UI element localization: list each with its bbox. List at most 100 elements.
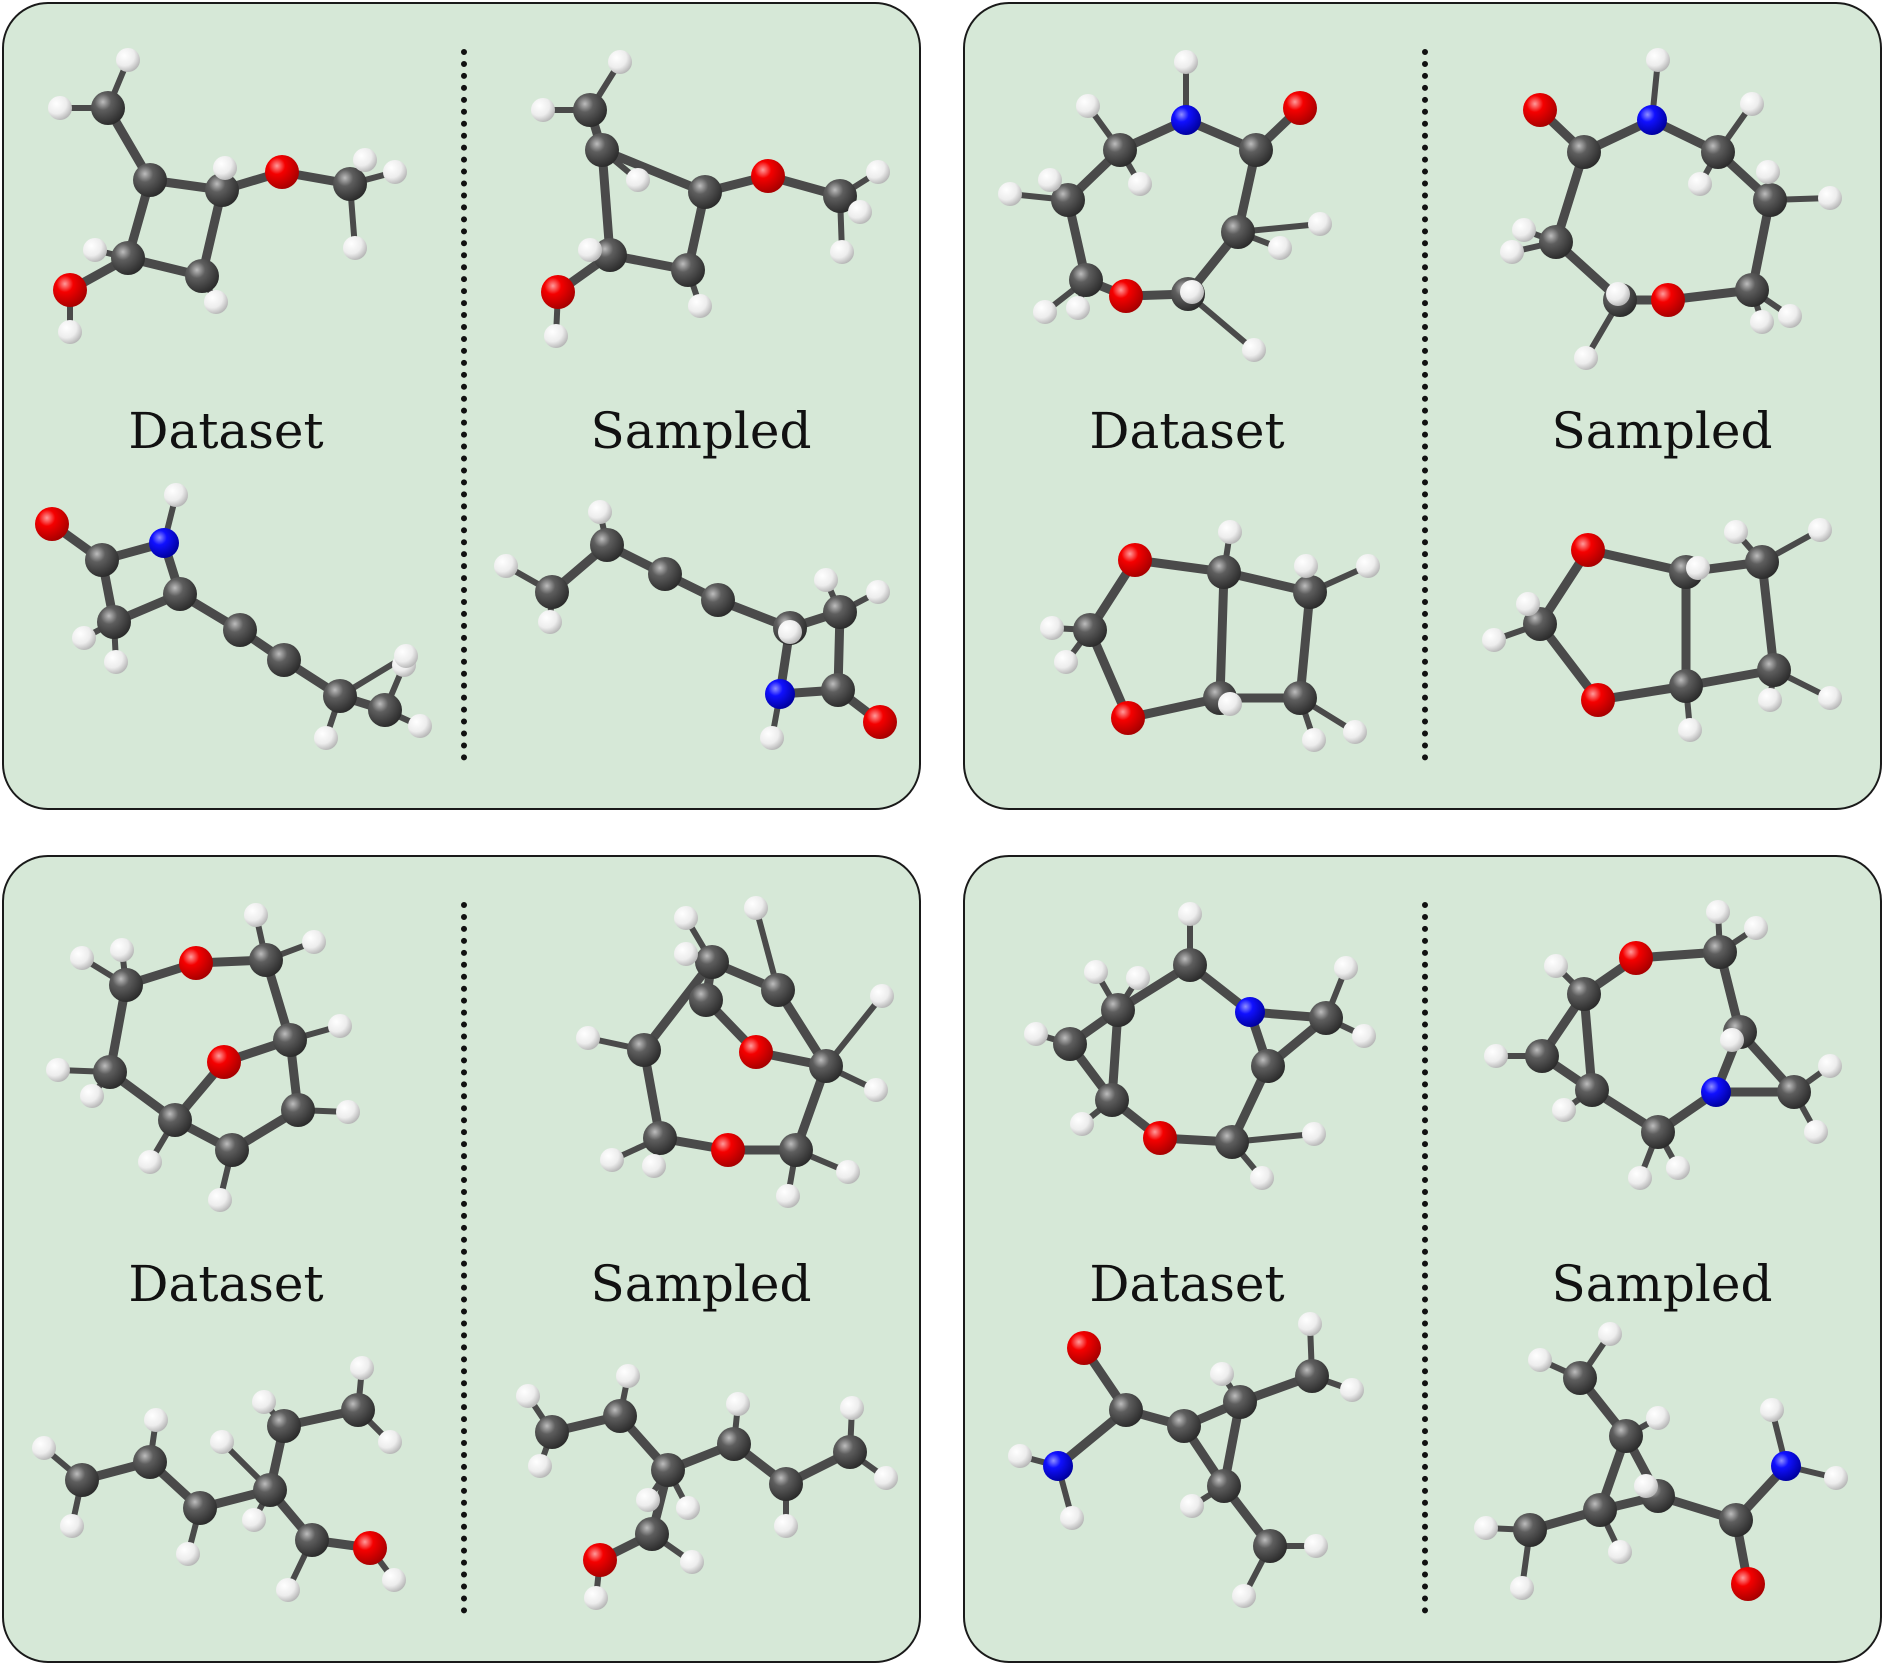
- carbon-atom: [253, 1473, 287, 1507]
- hydrogen-atom: [1744, 916, 1768, 940]
- carbon-atom: [1563, 1361, 1597, 1395]
- bond: [1295, 587, 1315, 703]
- hydrogen-atom: [642, 1154, 666, 1178]
- carbon-atom: [823, 595, 857, 629]
- hydrogen-atom: [1308, 212, 1332, 236]
- carbon-atom: [1283, 681, 1317, 715]
- molecule-1-1: [48, 48, 407, 344]
- carbon-atom: [635, 1517, 669, 1551]
- hydrogen-atom: [1210, 1362, 1234, 1386]
- hydrogen-atom: [1686, 556, 1710, 580]
- oxygen-atom: [265, 155, 299, 189]
- hydrogen-atom: [1174, 50, 1198, 74]
- molecule-4-4: [1474, 1322, 1848, 1601]
- hydrogen-atom: [1343, 720, 1367, 744]
- hydrogen-atom: [1740, 92, 1764, 116]
- hydrogen-atom: [874, 1466, 898, 1490]
- molecule-1-2: [531, 50, 890, 348]
- hydrogen-atom: [116, 48, 140, 72]
- hydrogen-atom: [778, 620, 802, 644]
- hydrogen-atom: [866, 580, 890, 604]
- hydrogen-atom: [72, 626, 96, 650]
- comparison-panel-1: Dataset Sampled: [2, 2, 921, 810]
- oxygen-atom: [207, 1045, 241, 1079]
- carbon-atom: [109, 968, 143, 1002]
- carbon-atom: [368, 693, 402, 727]
- hydrogen-atom: [1818, 686, 1842, 710]
- carbon-atom: [323, 679, 357, 713]
- hydrogen-atom: [1818, 1054, 1842, 1078]
- hydrogen-atom: [204, 290, 228, 314]
- carbon-atom: [91, 91, 125, 125]
- carbon-atom: [1221, 215, 1255, 249]
- hydrogen-atom: [80, 1084, 104, 1108]
- molecule-2-1: [998, 50, 1332, 362]
- carbon-atom: [809, 1049, 843, 1083]
- hydrogen-atom: [144, 1408, 168, 1432]
- hydrogen-atom: [1720, 1028, 1744, 1052]
- hydrogen-atom: [1482, 628, 1506, 652]
- hydrogen-atom: [636, 1488, 660, 1512]
- bond: [639, 957, 717, 1055]
- hydrogen-atom: [382, 1568, 406, 1592]
- carbon-atom: [215, 1133, 249, 1167]
- hydrogen-atom: [1298, 1312, 1322, 1336]
- hydrogen-atom: [608, 50, 632, 74]
- carbon-atom: [158, 1103, 192, 1137]
- carbon-atom: [769, 1467, 803, 1501]
- hydrogen-atom: [350, 1356, 374, 1380]
- hydrogen-atom: [1040, 616, 1064, 640]
- carbon-atom: [1735, 273, 1769, 307]
- hydrogen-atom: [528, 1454, 552, 1478]
- molecule-3-1: [46, 903, 360, 1212]
- hydrogen-atom: [600, 1148, 624, 1172]
- nitrogen-atom: [1171, 105, 1201, 135]
- dataset-label: Dataset: [1089, 1255, 1285, 1313]
- carbon-atom: [1173, 948, 1207, 982]
- carbon-atom: [97, 605, 131, 639]
- hydrogen-atom: [110, 938, 134, 962]
- molecule-3-3: [32, 1356, 406, 1602]
- carbon-atom: [1251, 1049, 1285, 1083]
- hydrogen-atom: [774, 1514, 798, 1538]
- hydrogen-atom: [1178, 902, 1202, 926]
- carbon-atom: [1207, 1469, 1241, 1503]
- carbon-atom: [1293, 575, 1327, 609]
- hydrogen-atom: [1294, 554, 1318, 578]
- hydrogen-atom: [1060, 1506, 1084, 1530]
- carbon-atom: [671, 253, 705, 287]
- oxygen-atom: [739, 1035, 773, 1069]
- nitrogen-atom: [1043, 1451, 1073, 1481]
- hydrogen-atom: [576, 1026, 600, 1050]
- hydrogen-atom: [1232, 1584, 1256, 1608]
- hydrogen-atom: [1528, 1348, 1552, 1372]
- hydrogen-atom: [1824, 1466, 1848, 1490]
- nitrogen-atom: [1701, 1077, 1731, 1107]
- hydrogen-atom: [32, 1436, 56, 1460]
- carbon-atom: [281, 1093, 315, 1127]
- hydrogen-atom: [302, 930, 326, 954]
- bond: [1215, 567, 1229, 703]
- oxygen-atom: [1111, 701, 1145, 735]
- dataset-label: Dataset: [128, 1255, 324, 1313]
- oxygen-atom: [1619, 941, 1653, 975]
- oxygen-atom: [711, 1133, 745, 1167]
- oxygen-atom: [179, 946, 213, 980]
- carbon-atom: [85, 543, 119, 577]
- hydrogen-atom: [1724, 520, 1748, 544]
- oxygen-atom: [1651, 283, 1685, 317]
- hydrogen-atom: [840, 1396, 864, 1420]
- dotted-divider: [1422, 49, 1428, 761]
- oxygen-atom: [1067, 1331, 1101, 1365]
- hydrogen-atom: [516, 1384, 540, 1408]
- hydrogen-atom: [674, 906, 698, 930]
- hydrogen-atom: [138, 1150, 162, 1174]
- molecule-3-2: [576, 896, 894, 1208]
- carbon-atom: [1051, 183, 1085, 217]
- oxygen-atom: [1118, 543, 1152, 577]
- carbon-atom: [1583, 1493, 1617, 1527]
- carbon-atom: [205, 173, 239, 207]
- carbon-atom: [111, 241, 145, 275]
- carbon-atom: [1669, 669, 1703, 703]
- hydrogen-atom: [538, 610, 562, 634]
